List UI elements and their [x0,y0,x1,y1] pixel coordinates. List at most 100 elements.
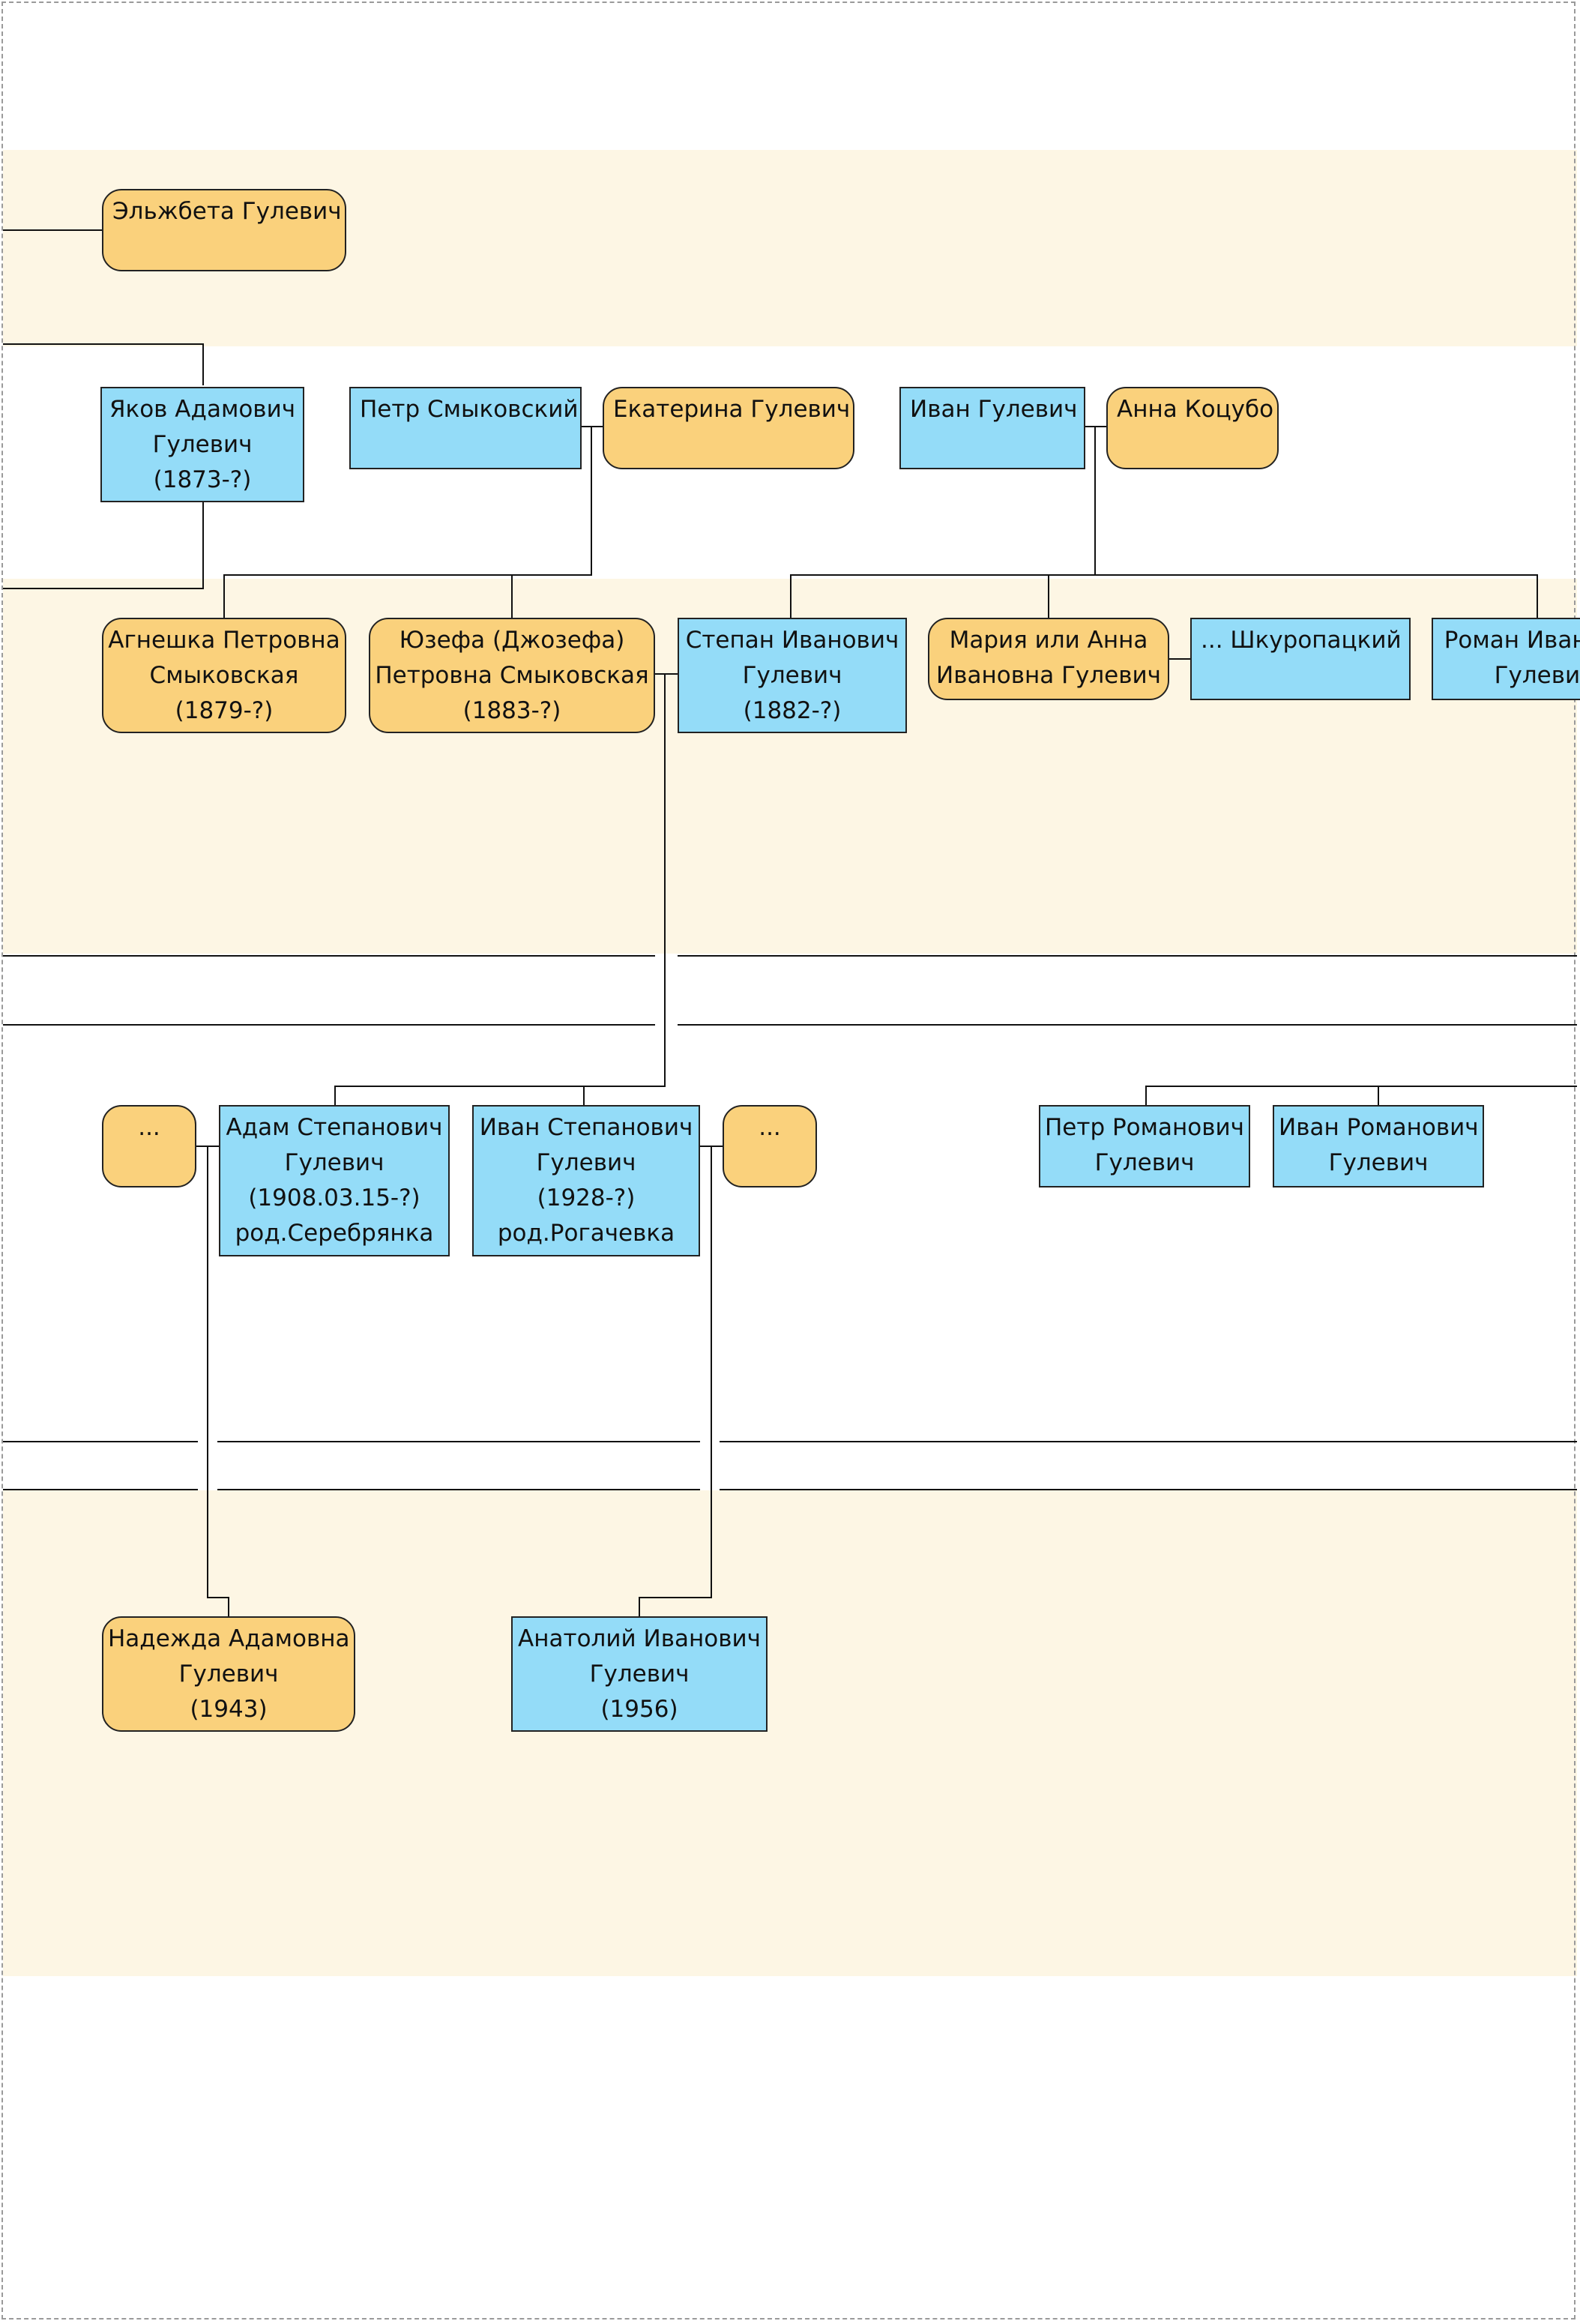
person-name: Иван Романович [1279,1114,1479,1141]
separator-line [217,1489,700,1490]
person-surname: Гулевич [1094,1149,1195,1176]
connector-line [1145,1086,1577,1087]
connector-line [223,574,592,576]
person-name: ... Шкуропацкий [1201,627,1402,654]
connector-line [3,588,204,589]
connector-line [223,574,225,619]
person-surname: Гулевич [589,1661,690,1688]
person-surname: Ивановна Гулевич [936,662,1161,689]
connector-line [1537,574,1538,619]
person-stepan-gulevich[interactable]: Степан Иванович Гулевич (1882-?) [678,618,907,733]
person-ivan-stepanovich-gulevich[interactable]: Иван Степанович Гулевич (1928-?) род.Рог… [472,1105,700,1256]
person-dates: (1956) [600,1696,678,1723]
connector-line [334,1086,336,1107]
connector-line [207,1146,208,1598]
person-adam-gulevich[interactable]: Адам Степанович Гулевич (1908.03.15-?) р… [219,1105,450,1256]
connector-line [334,1086,666,1087]
connector-line [1084,426,1108,427]
connector-line [196,1146,220,1147]
connector-line [711,1146,712,1598]
person-name: Роман Иванович [1444,627,1580,654]
person-surname: Гулевич [178,1661,279,1688]
person-shkuropatsky[interactable]: ... Шкуропацкий [1190,618,1411,700]
person-maria-gulevich[interactable]: Мария или Анна Ивановна Гулевич [928,618,1169,700]
person-dates: (1882-?) [743,697,842,724]
person-name: Анна Коцубо [1117,396,1274,423]
person-petr-romanovich-gulevich[interactable]: Петр Романович Гулевич [1039,1105,1250,1187]
connector-line [511,574,513,619]
person-name: Иван Степанович [479,1114,693,1141]
connector-line [202,343,204,385]
person-birthplace: род.Рогачевка [497,1220,675,1247]
separator-line [720,1441,1577,1442]
person-name: ... [759,1114,781,1141]
person-anatoly-gulevich[interactable]: Анатолий Иванович Гулевич (1956) [511,1616,768,1732]
person-surname: Гулевич [1328,1149,1429,1176]
person-name: Степан Иванович [685,627,899,654]
separator-line [3,1024,655,1026]
person-name: Иван Гулевич [910,396,1078,423]
person-nadezhda-gulevich[interactable]: Надежда Адамовна Гулевич (1943) [102,1616,355,1732]
person-roman-gulevich[interactable]: Роман Иванович Гулевич [1432,618,1580,700]
person-dates: (1928-?) [537,1184,636,1211]
connector-line [591,426,592,576]
connector-line [1378,1086,1379,1107]
separator-line [678,1024,1577,1026]
separator-line [217,1441,700,1442]
person-name: Анатолий Иванович [518,1625,761,1652]
person-yakov-gulevich[interactable]: Яков Адамович Гулевич (1873-?) [100,387,304,502]
connector-line [654,673,678,675]
person-surname: Петровна Смыковская [375,662,649,689]
connector-line [207,1597,229,1598]
connector-line [1094,426,1096,576]
person-name: ... [138,1114,160,1141]
person-anna-kotsubo[interactable]: Анна Коцубо [1106,387,1279,469]
person-surname: Гулевич [742,662,842,689]
connector-line [3,343,204,345]
person-surname: Гулевич [152,431,253,458]
person-yuzefa-smykovskaya[interactable]: Юзефа (Джозефа) Петровна Смыковская (188… [369,618,655,733]
connector-line [1145,1086,1147,1107]
connector-line [639,1597,640,1616]
person-name: Юзефа (Джозефа) [399,627,625,654]
person-surname: Гулевич [536,1149,636,1176]
person-dates: (1883-?) [462,697,561,724]
person-dates: (1879-?) [175,697,274,724]
connector-line [3,229,102,231]
generation-band-5 [3,1490,1577,1976]
separator-line [678,955,1577,957]
person-ivan-romanovich-gulevich[interactable]: Иван Романович Гулевич [1273,1105,1484,1187]
connector-line [1048,574,1049,619]
person-name: Эльжбета Гулевич [112,198,342,225]
person-agneshka-smykovskaya[interactable]: Агнешка Петровна Смыковская (1879-?) [102,618,346,733]
person-dates: (1873-?) [153,466,252,493]
person-unknown-spouse-adam[interactable]: ... [102,1105,196,1187]
person-birthplace: род.Серебрянка [235,1220,434,1247]
person-name: Екатерина Гулевич [613,396,851,423]
person-name: Петр Романович [1045,1114,1244,1141]
person-petr-smykovsky[interactable]: Петр Смыковский [349,387,582,469]
connector-line [700,1146,724,1147]
connector-line [580,426,604,427]
person-ivan-gulevich[interactable]: Иван Гулевич [899,387,1085,469]
person-ekaterina-gulevich[interactable]: Екатерина Гулевич [603,387,854,469]
separator-line [720,1489,1577,1490]
person-unknown-spouse-ivan[interactable]: ... [723,1105,817,1187]
connector-line [228,1597,229,1616]
connector-line [583,1086,585,1107]
person-name: Яков Адамович [109,396,296,423]
connector-line [202,501,204,589]
person-name: Агнешка Петровна [108,627,340,654]
person-name: Адам Степанович [226,1114,443,1141]
person-surname: Гулевич [284,1149,385,1176]
connector-line [664,673,666,1087]
person-name: Надежда Адамовна [108,1625,350,1652]
person-name: Мария или Анна [949,627,1148,654]
separator-line [3,1441,198,1442]
separator-line [3,955,655,957]
person-elzhbeta-gulevich[interactable]: Эльжбета Гулевич [102,189,346,271]
person-name: Петр Смыковский [360,396,579,423]
person-dates: (1908.03.15-?) [248,1184,420,1211]
separator-line [3,1489,198,1490]
person-dates: (1943) [190,1696,268,1723]
